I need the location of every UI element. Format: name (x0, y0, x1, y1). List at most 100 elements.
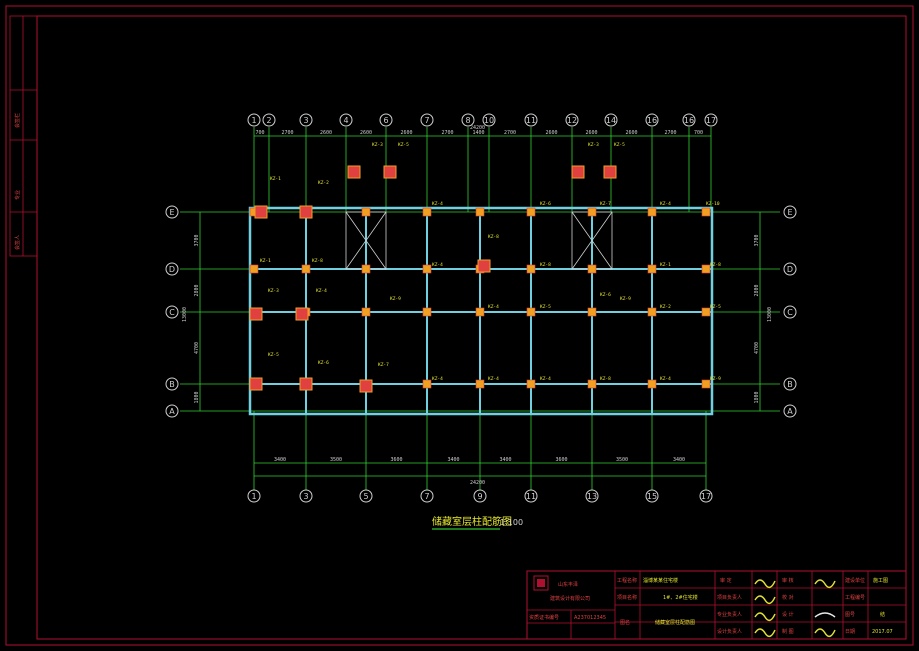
side-panel-label-1: 会签栏 (14, 113, 21, 128)
svg-text:9: 9 (477, 492, 482, 501)
svg-text:D: D (169, 265, 175, 274)
column-label-6: KZ-7 (378, 362, 389, 368)
column-2 (361, 207, 371, 217)
column-30 (422, 379, 432, 389)
column-label-10: KZ-4 (488, 304, 499, 310)
role2-1: 审 核 (782, 577, 794, 584)
svg-text:B: B (787, 380, 793, 389)
bottom-dim-1: 3500 (330, 457, 342, 463)
bottom-dim-0: 3400 (274, 457, 286, 463)
large-column-0 (254, 205, 268, 219)
column-label-21: KZ-8 (710, 262, 721, 268)
svg-text:12: 12 (567, 116, 577, 125)
svg-text:16: 16 (684, 116, 694, 125)
column-label-17: KZ-9 (710, 376, 721, 382)
cert-value: A237012345 (574, 615, 606, 621)
svg-text:14: 14 (606, 116, 616, 125)
column-label-20: KZ-1 (660, 262, 671, 268)
large-column-5 (299, 377, 313, 391)
left-dim-1: 2800 (194, 284, 200, 296)
top-dim-8: 2600 (546, 130, 558, 136)
column-label-31: KZ-6 (600, 292, 611, 298)
axis-bottom-8: 17 (699, 489, 713, 503)
column-21 (422, 307, 432, 317)
stair-diag-b-0 (345, 211, 387, 270)
left-dim-3: 1800 (194, 391, 200, 403)
column-label-23: KZ-2 (660, 304, 671, 310)
top-dim-1: 2700 (282, 130, 294, 136)
side-panel: 会签栏 专业 会签人 (9, 15, 38, 257)
large-column-3 (295, 307, 309, 321)
bottom-dim-2: 3600 (391, 457, 403, 463)
outer-frame (5, 5, 914, 646)
company-name: 山东丰泽 (558, 581, 578, 588)
column-35 (701, 379, 711, 389)
column-label-32: KZ-3 (372, 142, 383, 148)
axis-top-9: 12 (565, 113, 579, 127)
bottom-dim-3: 3400 (448, 457, 460, 463)
signature-6 (814, 612, 836, 618)
axis-left-0: E (165, 205, 179, 219)
column-8 (701, 207, 711, 217)
column-32 (526, 379, 536, 389)
svg-text:15: 15 (647, 492, 657, 501)
left-dim-total: 13000 (182, 307, 188, 322)
column-4 (475, 207, 485, 217)
column-17 (701, 264, 711, 274)
axis-right-1: D (783, 262, 797, 276)
svg-text:16: 16 (647, 116, 657, 125)
role2-2: 校 对 (782, 594, 794, 601)
meta-label-3: 图号 (845, 612, 855, 618)
column-label-33: KZ-5 (398, 142, 409, 148)
column-label-11: KZ-5 (540, 304, 551, 310)
large-column-6 (359, 379, 373, 393)
column-label-0: KZ-1 (270, 176, 281, 182)
svg-text:E: E (169, 208, 174, 217)
axis-top-10: 14 (604, 113, 618, 127)
role-4: 设计负责人 (717, 628, 742, 635)
large-column-11 (603, 165, 617, 179)
svg-text:A: A (169, 407, 175, 416)
column-label-18: KZ-9 (390, 296, 401, 302)
right-dim-1: 2800 (754, 284, 760, 296)
svg-text:2: 2 (266, 116, 271, 125)
axis-bottom-1: 3 (299, 489, 313, 503)
svg-text:17: 17 (706, 116, 716, 125)
top-dim-total: 24200 (470, 125, 485, 131)
top-dim-0: 700 (256, 130, 265, 136)
column-20 (361, 307, 371, 317)
meta-label-4: 日期 (845, 629, 855, 635)
column-label-16: KZ-4 (660, 376, 671, 382)
axis-bottom-0: 1 (247, 489, 261, 503)
axis-top-13: 17 (704, 113, 718, 127)
column-6 (587, 207, 597, 217)
column-label-4: KZ-5 (268, 352, 279, 358)
column-label-24: KZ-6 (540, 201, 551, 207)
large-column-2 (249, 307, 263, 321)
column-26 (701, 307, 711, 317)
cert-label: 资质证书编号 (529, 614, 559, 621)
column-24 (587, 307, 597, 317)
column-label-30: KZ-8 (540, 262, 551, 268)
axis-top-5: 7 (420, 113, 434, 127)
large-column-4 (249, 377, 263, 391)
column-7 (647, 207, 657, 217)
column-label-28: KZ-1 (260, 258, 271, 264)
axis-top-12: 16 (682, 113, 696, 127)
stair-diag-b-1 (571, 211, 613, 270)
svg-text:1: 1 (251, 492, 256, 501)
axis-right-4: A (783, 404, 797, 418)
top-dim-6: 1400 (473, 130, 485, 136)
column-25 (647, 307, 657, 317)
axis-right-3: B (783, 377, 797, 391)
top-dim-4: 2600 (401, 130, 413, 136)
column-33 (587, 379, 597, 389)
top-dim-12: 700 (694, 130, 703, 136)
column-16 (647, 264, 657, 274)
column-5 (526, 207, 536, 217)
column-label-34: KZ-3 (588, 142, 599, 148)
column-3 (422, 207, 432, 217)
svg-text:5: 5 (363, 492, 368, 501)
svg-text:3: 3 (303, 116, 308, 125)
